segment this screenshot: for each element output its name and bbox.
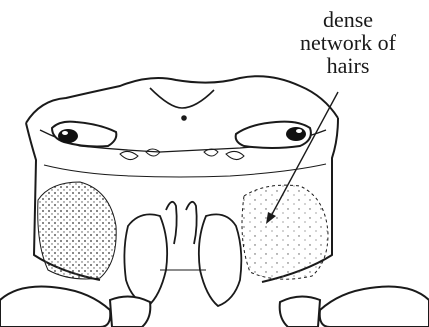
annotation-line-1: dense (282, 8, 414, 31)
annotation-line-2: network of (282, 31, 414, 54)
frontal-region (150, 88, 214, 120)
annotation-label: dense network of hairs (282, 8, 414, 77)
left-hair-patch (38, 182, 116, 279)
right-claw (280, 287, 429, 327)
mouthparts (124, 202, 241, 306)
left-claw (0, 287, 150, 327)
right-eye (236, 122, 311, 148)
left-eye (52, 122, 116, 147)
right-hair-patch (242, 185, 328, 279)
annotation-line-3: hairs (282, 54, 414, 77)
